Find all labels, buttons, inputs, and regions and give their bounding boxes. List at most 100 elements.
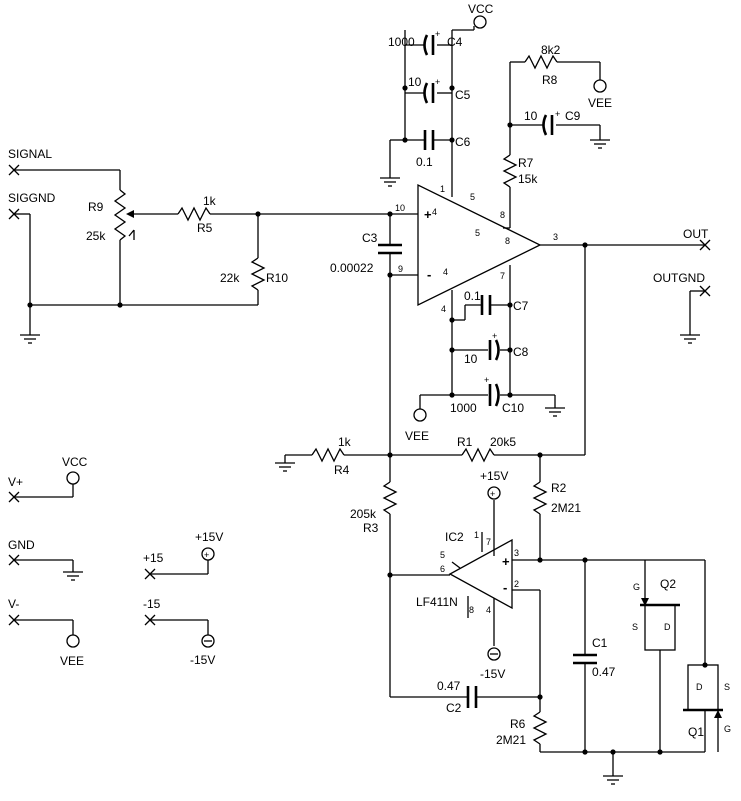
main-opamp: C3 0.00022 + - 1 10 5 9 4 8 3 7 4 5 8 4 … — [330, 183, 711, 455]
ground-icon — [603, 775, 623, 785]
r3-ref: R3 — [363, 521, 379, 535]
power-connectors: V+ VCC GND V- VEE +15 + +15V -15 -15V — [8, 455, 223, 668]
svg-text:+: + — [492, 331, 497, 341]
ground-icon — [680, 334, 700, 344]
outgnd-label: OUTGND — [653, 271, 705, 285]
svg-text:6: 6 — [440, 564, 445, 574]
svg-text:1: 1 — [474, 530, 479, 540]
r3-value: 205k — [350, 507, 377, 521]
r10-value: 22k — [220, 271, 240, 285]
svg-text:5: 5 — [475, 228, 480, 238]
q2-ref: Q2 — [660, 577, 676, 591]
vee-supply-icon — [413, 408, 427, 422]
ground-icon — [380, 177, 400, 187]
out-label: OUT — [683, 227, 709, 241]
ic2-ref: IC2 — [445, 530, 464, 544]
c2-ref: C2 — [446, 701, 462, 715]
vee-label-2: VEE — [405, 429, 429, 443]
svg-text:8: 8 — [505, 236, 510, 246]
ground-icon — [545, 407, 565, 417]
svg-text:7: 7 — [500, 271, 505, 281]
minus-sign: - — [427, 267, 431, 282]
vee-label-1: VEE — [588, 96, 612, 110]
svg-text:4: 4 — [486, 605, 491, 615]
r7-value: 15k — [518, 172, 538, 186]
vcc-decoupling: + 1000 C4 VCC + 10 C5 0.1 C6 — [380, 2, 494, 197]
c6-value: 0.1 — [416, 155, 433, 169]
gnd-label: GND — [8, 538, 35, 552]
svg-text:10: 10 — [395, 203, 405, 213]
c9-value: 10 — [524, 109, 538, 123]
r5-ref: R5 — [197, 221, 213, 235]
svg-text:S: S — [632, 622, 638, 632]
plus15-supply-icon — [487, 486, 501, 500]
svg-text:+: + — [435, 29, 440, 39]
r8-ref: R8 — [542, 73, 558, 87]
m15v-label: -15V — [190, 653, 215, 667]
svg-text:D: D — [664, 622, 671, 632]
svg-text:3: 3 — [553, 232, 558, 242]
minus15-supply-icon — [487, 647, 501, 661]
svg-text:+: + — [435, 77, 440, 87]
c7-ref: C7 — [513, 299, 529, 313]
svg-text:D: D — [696, 682, 703, 692]
vee-label-3: VEE — [60, 654, 84, 668]
svg-text:G: G — [633, 582, 640, 592]
c3-value: 0.00022 — [330, 261, 374, 275]
r1-ref: R1 — [457, 435, 473, 449]
svg-text:4: 4 — [441, 304, 446, 314]
c7-value: 0.1 — [464, 289, 481, 303]
m15-label: -15 — [143, 597, 161, 611]
c9-ref: C9 — [565, 109, 581, 123]
svg-text:S: S — [724, 682, 730, 692]
svg-text:+: + — [502, 554, 510, 569]
ground-icon — [590, 139, 610, 149]
r7-ref: R7 — [518, 156, 534, 170]
svg-text:+: + — [555, 109, 560, 119]
r6-ref: R6 — [510, 717, 526, 731]
c1-ref: C1 — [592, 636, 608, 650]
c2-value: 0.47 — [437, 679, 461, 693]
r9-value: 25k — [86, 229, 106, 243]
divider-row: 1k R4 R1 20k5 — [275, 435, 585, 477]
vee-supply-icon — [66, 634, 80, 648]
svg-text:+: + — [490, 489, 495, 499]
svg-text:G: G — [724, 724, 731, 734]
c4-value: 1000 — [388, 35, 415, 49]
integrator-section: 205k R3 R2 2M21 + - IC2 LF411N 5 6 1 7 3… — [350, 455, 731, 785]
vminus-label: V- — [8, 597, 19, 611]
plus-sign: + — [424, 207, 432, 222]
svg-text:1: 1 — [440, 184, 445, 194]
r9-potentiometer — [113, 189, 178, 305]
vee-decoupling: 0.1 C7 + 10 C8 + 1000 C10 VEE — [405, 265, 565, 443]
vcc-supply-icon — [473, 15, 487, 29]
ic2-vminus-label: -15V — [480, 667, 505, 681]
ic2-vplus-label: +15V — [480, 469, 508, 483]
ground-icon — [20, 334, 40, 344]
ground-icon — [275, 462, 295, 472]
out-terminal — [699, 239, 711, 251]
siggnd-label: SIGGND — [8, 191, 56, 205]
p15v-label: +15V — [195, 530, 223, 544]
r2-ref: R2 — [551, 481, 567, 495]
c10-ref: C10 — [502, 401, 524, 415]
vee-supply-icon — [593, 79, 607, 93]
svg-text:9: 9 — [398, 264, 403, 274]
c3-ref: C3 — [362, 231, 378, 245]
c5-value: 10 — [408, 75, 422, 89]
svg-text:-: - — [503, 580, 507, 595]
svg-text:5: 5 — [470, 192, 475, 202]
svg-text:8: 8 — [500, 210, 505, 220]
vcc-supply-icon — [66, 471, 80, 485]
vcc-label-2: VCC — [62, 455, 88, 469]
c6-ref: C6 — [455, 135, 471, 149]
svg-text:3: 3 — [514, 548, 519, 558]
c1-value: 0.47 — [592, 665, 616, 679]
svg-text:+: + — [204, 550, 209, 560]
c10-value: 1000 — [450, 401, 477, 415]
r4-ref: R4 — [334, 463, 350, 477]
r1-value: 20k5 — [490, 435, 516, 449]
r5-resistor — [177, 206, 418, 222]
signal-label: SIGNAL — [8, 147, 52, 161]
